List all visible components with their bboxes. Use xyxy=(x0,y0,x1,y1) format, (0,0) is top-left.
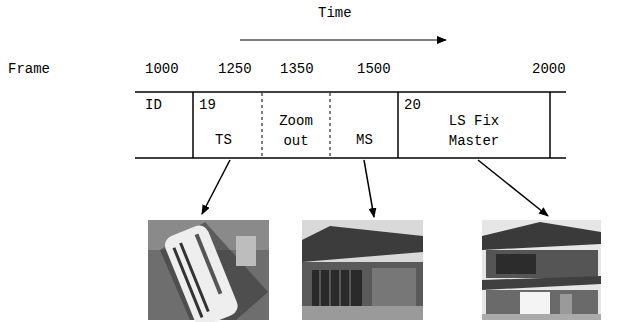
shot-segment: 19TS Zoom out MS xyxy=(193,92,398,158)
shot-segment: 20 LS Fix Master xyxy=(398,92,550,158)
axis-title: Time xyxy=(318,4,352,22)
frame-number: 1500 xyxy=(357,60,391,78)
shot-segment: ID xyxy=(135,92,193,158)
sub-shot-segment: TS xyxy=(193,92,262,158)
shot-label: TS xyxy=(215,130,232,150)
shot-label: LS Fix Master xyxy=(437,111,511,151)
frame-number: 2000 xyxy=(532,60,566,78)
shot-label: MS xyxy=(356,130,373,150)
time-arrow xyxy=(240,40,446,41)
shot-label: Zoom out xyxy=(266,111,326,151)
frame-number: 1350 xyxy=(280,60,314,78)
shot-band xyxy=(135,92,566,158)
keyframe-photo xyxy=(148,220,269,322)
frame-number: 1250 xyxy=(218,60,252,78)
sub-shot-segment: Zoom out xyxy=(262,92,330,158)
axis-title: Frame xyxy=(8,60,50,78)
shot-number: 19 xyxy=(199,95,216,115)
keyframe-photo xyxy=(302,220,423,320)
sub-shot-segment: MS xyxy=(330,92,398,158)
shot-number: 20 xyxy=(404,95,421,115)
frame-number: 1000 xyxy=(145,60,179,78)
sub-shot-divider xyxy=(262,93,330,157)
keyframe-photo xyxy=(482,220,601,320)
shot-label: ID xyxy=(145,95,162,115)
keyframe-arrow xyxy=(202,160,548,217)
